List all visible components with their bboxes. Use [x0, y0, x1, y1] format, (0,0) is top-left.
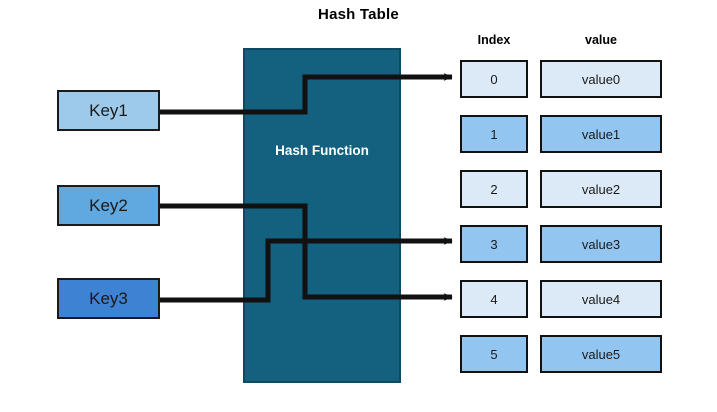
- key-box-2[interactable]: Key2: [57, 185, 160, 226]
- connector-key3-to-index3: [160, 237, 453, 303]
- value-cell[interactable]: value0: [540, 60, 662, 98]
- key-label: Key1: [89, 100, 128, 120]
- key-label: Key2: [89, 195, 128, 215]
- connector-key2-to-index4: [160, 203, 453, 301]
- connector-key1-to-index0: [160, 73, 453, 115]
- value-cell[interactable]: value4: [540, 280, 662, 318]
- hash-function-block: [243, 48, 401, 383]
- index-cell[interactable]: 3: [460, 225, 528, 263]
- index-cell[interactable]: 2: [460, 170, 528, 208]
- key-box-1[interactable]: Key1: [57, 90, 160, 131]
- value-text: value5: [581, 346, 621, 362]
- key-label: Key3: [89, 288, 128, 308]
- value-text: value2: [581, 181, 621, 197]
- index-text: 5: [490, 346, 498, 362]
- index-cell[interactable]: 5: [460, 335, 528, 373]
- hash-function-label: Hash Function: [275, 143, 369, 158]
- index-text: 1: [490, 126, 498, 142]
- value-text: value1: [581, 126, 621, 142]
- value-text: value0: [581, 71, 621, 87]
- value-text: value3: [581, 236, 621, 252]
- column-header-index: Index: [477, 33, 511, 47]
- index-text: 4: [490, 291, 498, 307]
- page-title: Hash Table: [318, 6, 399, 23]
- index-cell[interactable]: 4: [460, 280, 528, 318]
- index-cell[interactable]: 0: [460, 60, 528, 98]
- column-header-value: value: [585, 33, 617, 47]
- index-cell[interactable]: 1: [460, 115, 528, 153]
- index-text: 2: [490, 181, 498, 197]
- key-box-3[interactable]: Key3: [57, 278, 160, 319]
- value-cell[interactable]: value5: [540, 335, 662, 373]
- value-cell[interactable]: value2: [540, 170, 662, 208]
- index-text: 3: [490, 236, 498, 252]
- index-text: 0: [490, 71, 498, 87]
- value-text: value4: [581, 291, 621, 307]
- value-cell[interactable]: value1: [540, 115, 662, 153]
- value-cell[interactable]: value3: [540, 225, 662, 263]
